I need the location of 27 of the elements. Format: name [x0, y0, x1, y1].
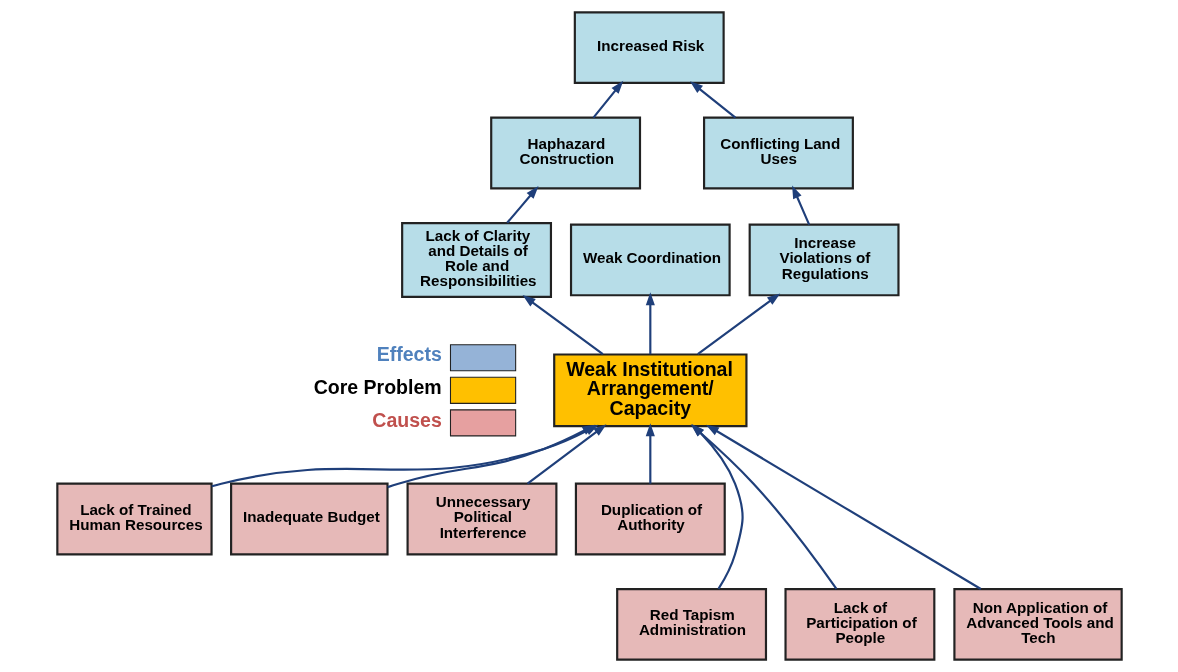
node-box: Weak Institutional Arrangement/ Capacity	[552, 353, 747, 428]
arrow	[696, 293, 780, 356]
node-box: Conflicting Land Uses	[702, 116, 854, 190]
arrow	[592, 80, 623, 119]
legend-label: Causes	[371, 408, 442, 431]
node-box: Inadequate Budget	[229, 482, 389, 556]
node-box: Lack of Clarity and Details of Role and Responsibilities	[400, 221, 552, 298]
node-box: Lack of Participation of People	[783, 587, 935, 661]
arrow	[645, 292, 655, 355]
node-box: Non Application of Advanced Tools and Tech	[952, 587, 1123, 661]
node-box: Increase Violations of Regulations	[748, 223, 900, 297]
arrow	[689, 81, 736, 119]
node-box: Lack of Trained Human Resources	[55, 482, 213, 556]
arrow	[645, 423, 655, 484]
node-box: Unnecessary Political Interference	[406, 482, 557, 556]
arrow	[705, 424, 981, 590]
node-box: Duplication of Authority	[574, 482, 726, 556]
arrow	[386, 424, 595, 489]
node-box: Increased Risk	[573, 11, 725, 85]
node-box: Haphazard Construction	[489, 116, 641, 190]
arrow	[522, 295, 603, 356]
legend-label: Core Problem	[313, 375, 442, 398]
arrow	[791, 185, 810, 225]
arrow	[505, 185, 539, 224]
node-box: Weak Coordination	[569, 223, 731, 297]
legend-label: Effects	[376, 343, 442, 366]
node-box: Red Tapism Administration	[615, 587, 767, 661]
